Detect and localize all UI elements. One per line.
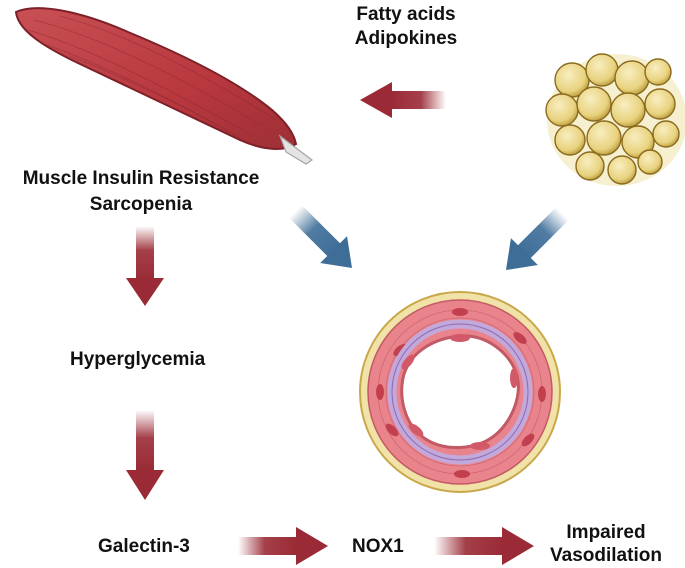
arrow-nox1-to-impaired-vasodilation (434, 527, 534, 565)
arrow-adipose-to-vessel (506, 207, 569, 270)
nox1-label: NOX1 (352, 536, 404, 557)
muscle-insulin-resistance-label: Muscle Insulin Resistance (22, 168, 260, 189)
arrow-hyperglycemia-to-galectin3 (126, 410, 164, 500)
impaired-label: Impaired (566, 522, 646, 543)
arrow-adipose-to-muscle (360, 82, 446, 118)
arrow-sarcopenia-to-hyperglycemia (126, 226, 164, 306)
adipokines-label: Adipokines (354, 28, 458, 49)
arrow-galectin3-to-nox1 (238, 527, 328, 565)
skeletal-muscle-icon (14, 7, 314, 165)
blood-vessel-cross-section-icon (359, 291, 561, 493)
adipose-tissue-icon (545, 53, 685, 186)
hyperglycemia-label: Hyperglycemia (70, 349, 206, 370)
fatty-acids-label: Fatty acids (356, 4, 456, 25)
sarcopenia-label: Sarcopenia (89, 194, 193, 215)
galectin-3-label: Galectin-3 (98, 536, 190, 557)
vasodilation-label: Vasodilation (550, 545, 662, 566)
arrow-muscle-to-vessel (289, 205, 352, 268)
